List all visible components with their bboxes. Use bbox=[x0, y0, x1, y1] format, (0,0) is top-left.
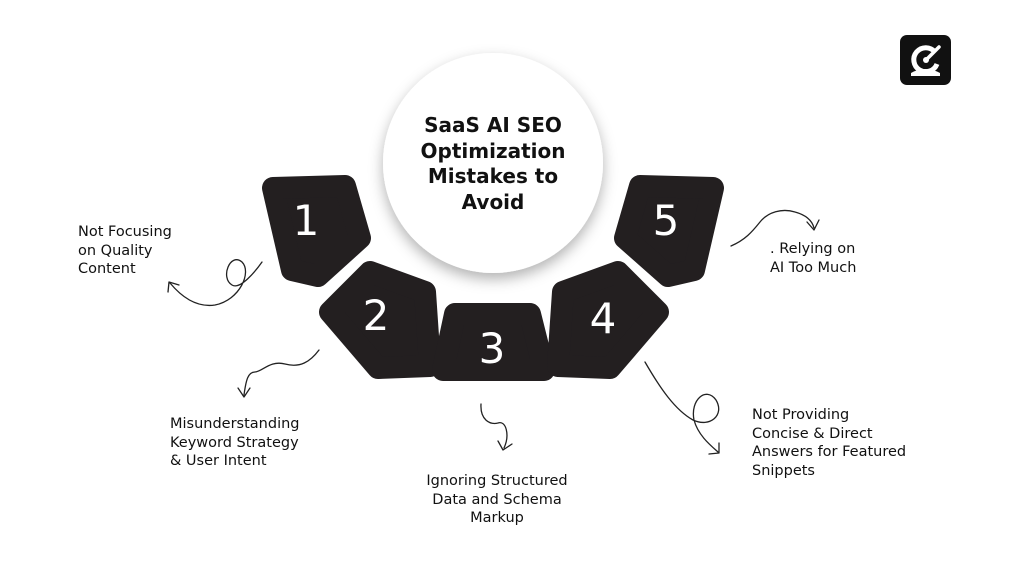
segment-number: 2 bbox=[363, 291, 390, 340]
label-line: Data and Schema bbox=[432, 491, 562, 508]
title-line: Mistakes to bbox=[427, 164, 559, 188]
label-line: Concise & Direct bbox=[752, 425, 873, 442]
label-line: Answers for Featured bbox=[752, 444, 907, 460]
label-line: on Quality bbox=[78, 242, 153, 259]
step-2-label: Misunderstanding Keyword Strategy & User… bbox=[170, 415, 300, 471]
title-line: SaaS AI SEO bbox=[424, 113, 562, 137]
label-line: Not Providing bbox=[752, 407, 850, 423]
arrow-4 bbox=[644, 361, 720, 455]
step-3-label: Ignoring Structured Data and Schema Mark… bbox=[397, 472, 597, 528]
segment-number: 5 bbox=[653, 196, 680, 245]
arrow-3 bbox=[480, 403, 513, 451]
segment-number: 4 bbox=[590, 294, 617, 343]
label-line: Not Focusing bbox=[78, 224, 172, 240]
segment-4: 4 bbox=[547, 261, 669, 379]
step-5-label: . Relying on AI Too Much bbox=[770, 240, 856, 277]
step-4-label: Not Providing Concise & Direct Answers f… bbox=[752, 406, 906, 480]
segment-number: 1 bbox=[293, 196, 320, 245]
label-line: AI Too Much bbox=[770, 259, 857, 276]
gauge-logo-icon bbox=[900, 35, 951, 85]
label-line: Keyword Strategy bbox=[170, 434, 299, 451]
segment-1: 1 bbox=[262, 175, 371, 287]
segment-2: 2 bbox=[319, 261, 441, 379]
label-line: Content bbox=[78, 261, 136, 277]
title-line: Optimization bbox=[420, 138, 566, 163]
label-line: Snippets bbox=[752, 462, 815, 479]
segment-number: 3 bbox=[479, 324, 506, 373]
arrow-5 bbox=[730, 209, 820, 247]
title-circle bbox=[383, 53, 603, 273]
arrow-2 bbox=[237, 349, 320, 398]
title-line: Avoid bbox=[461, 189, 525, 214]
label-line: Ignoring Structured bbox=[426, 473, 568, 489]
page-title: SaaS AI SEO Optimization Mistakes to Avo… bbox=[383, 113, 603, 215]
arrow-1 bbox=[167, 259, 263, 307]
label-line: & User Intent bbox=[170, 453, 267, 469]
segment-3: 3 bbox=[432, 303, 555, 381]
step-1-label: Not Focusing on Quality Content bbox=[78, 223, 172, 279]
segment-5: 5 bbox=[614, 175, 724, 287]
label-line: Markup bbox=[470, 510, 524, 526]
label-line: . Relying on bbox=[770, 241, 856, 257]
label-line: Misunderstanding bbox=[170, 416, 300, 432]
